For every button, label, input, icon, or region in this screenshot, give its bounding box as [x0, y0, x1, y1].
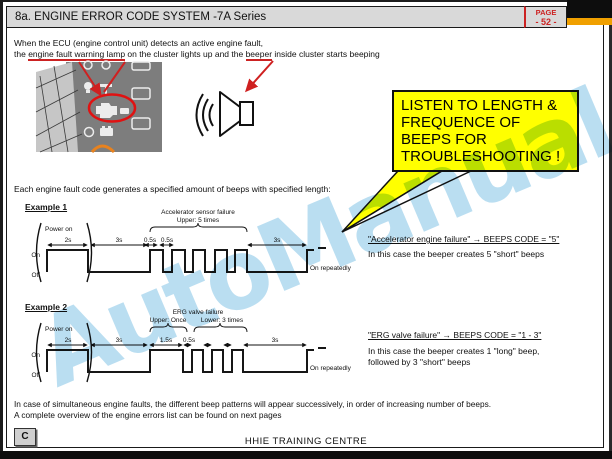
red-highlight-ellipse [87, 93, 137, 123]
intro-line2-part: on the cluster lights up and the [125, 48, 246, 59]
example2-result-line: followed by 3 "short" beeps [368, 357, 471, 367]
duration-label: 0.5s [183, 337, 196, 344]
duration-label: 2s [65, 337, 73, 344]
example1-label: Example 1 [25, 202, 68, 212]
section-intro: Each engine fault code generates a speci… [14, 184, 331, 194]
beep-diagram-example1: Accelerator sensor failure Upper: 5 time… [31, 209, 352, 283]
fault-title: Accelerator sensor failure [161, 209, 235, 216]
engine-warning-icon [96, 103, 117, 118]
sound-waves-icon [195, 93, 214, 137]
scan-edge-right [609, 0, 612, 459]
duration-label: 3s [116, 337, 124, 344]
fault-title: ERG valve failure [173, 309, 224, 316]
oil-icon [120, 108, 129, 114]
example2-label: Example 2 [25, 302, 68, 312]
brace-upper [149, 322, 188, 333]
corner-orange-bar [567, 18, 612, 25]
power-on-label: Power on [45, 226, 73, 233]
note-line1: In case of simultaneous engine faults, t… [14, 399, 492, 409]
brace-lower [193, 322, 248, 333]
cluster-button [131, 117, 151, 130]
repeat-label: On repeatedly [310, 365, 352, 372]
repeat-label: On repeatedly [310, 265, 352, 272]
paren-open [35, 322, 42, 383]
intro-line1: When the ECU (engine control unit) detec… [14, 38, 264, 48]
paren-close [86, 222, 93, 283]
note-line2: A complete overview of the engine errors… [14, 410, 282, 420]
corner-black-block [567, 0, 612, 18]
page-title: 8a. ENGINE ERROR CODE SYSTEM -7A Series [15, 11, 267, 23]
warning-lamp-phrase: engine fault warning lamp [28, 48, 126, 61]
waveform-trace [46, 249, 314, 273]
duration-label: 0.5s [144, 237, 157, 244]
page-number-cell: PAGE - 52 - [524, 6, 567, 28]
listen-callout: LISTEN TO LENGTH & FREQUENCE OF BEEPS FO… [392, 90, 579, 172]
paren-open [35, 222, 42, 283]
callout-line: TROUBLESHOOTING ! [401, 148, 561, 165]
example2-result-line: In this case the beeper creates 1 "long"… [368, 346, 540, 356]
scan-edge-bottom [0, 451, 612, 459]
orange-dial-arc [90, 144, 116, 154]
footer-centre-text: HHIE TRAINING CENTRE [244, 436, 368, 447]
off-label: Off [31, 372, 40, 379]
fault-subtitle-upper: Upper: Once [150, 317, 187, 324]
cluster-button [131, 61, 151, 71]
footer-badge: C [14, 428, 36, 446]
callout-line: BEEPS FOR [401, 131, 487, 148]
dpf-icon [83, 126, 95, 138]
paren-close [86, 322, 93, 383]
beeper-speaker-icon [195, 91, 254, 137]
intro-line2-part: the [14, 48, 29, 59]
duration-label: 1.5s [160, 337, 173, 344]
duration-label: 2s [65, 237, 73, 244]
power-on-label: Power on [45, 326, 73, 333]
example1-result-title: "Accelerator engine failure" → BEEPS COD… [368, 234, 560, 244]
example1-result-line: In this case the beeper creates 5 "short… [368, 249, 545, 259]
duration-label: 3s [274, 237, 282, 244]
callout-line: LISTEN TO LENGTH & [401, 97, 558, 114]
intro-line2-part: inside cluster starts beeping [272, 48, 380, 59]
lamp-bulb-icon [84, 82, 92, 90]
waveform-trace [46, 349, 314, 373]
example2-result-title: "ERG valve failure" → BEEPS CODE = "1 - … [368, 330, 542, 340]
on-label: On [31, 252, 40, 259]
cluster-button [131, 87, 151, 100]
beep-diagram-example2: ERG valve failure Upper: Once Lower: 3 t… [31, 309, 352, 383]
scan-edge-left [0, 0, 3, 459]
intro-paragraph: When the ECU (engine control unit) detec… [14, 38, 380, 61]
beeper-phrase: beeper [245, 48, 273, 61]
battery-icon [100, 128, 113, 136]
page-number: - 52 - [535, 17, 557, 27]
cluster-photo [35, 60, 162, 154]
duration-label: 3s [272, 337, 280, 344]
duration-label: 3s [116, 237, 124, 244]
on-label: On [31, 352, 40, 359]
intro-line2: the engine fault warning lamp on the clu… [14, 48, 380, 61]
cluster-bezel [36, 62, 78, 152]
page-label: PAGE [535, 8, 557, 17]
header-bar: 8a. ENGINE ERROR CODE SYSTEM -7A Series [6, 6, 567, 28]
scan-edge-top [0, 0, 612, 2]
speaker-driver [239, 101, 254, 126]
off-label: Off [31, 272, 40, 279]
bezel-grid-lines [35, 65, 83, 153]
fault-subtitle-lower: Lower: 3 times [201, 317, 244, 324]
bottom-note: In case of simultaneous engine faults, t… [14, 399, 491, 421]
duration-label: 0.5s [161, 237, 174, 244]
glow-plug-icon [100, 84, 112, 87]
brace [149, 222, 248, 233]
fault-subtitle: Upper: 5 times [177, 217, 220, 224]
speaker-horn [219, 91, 241, 137]
callout-line: FREQUENCE OF [401, 114, 521, 131]
